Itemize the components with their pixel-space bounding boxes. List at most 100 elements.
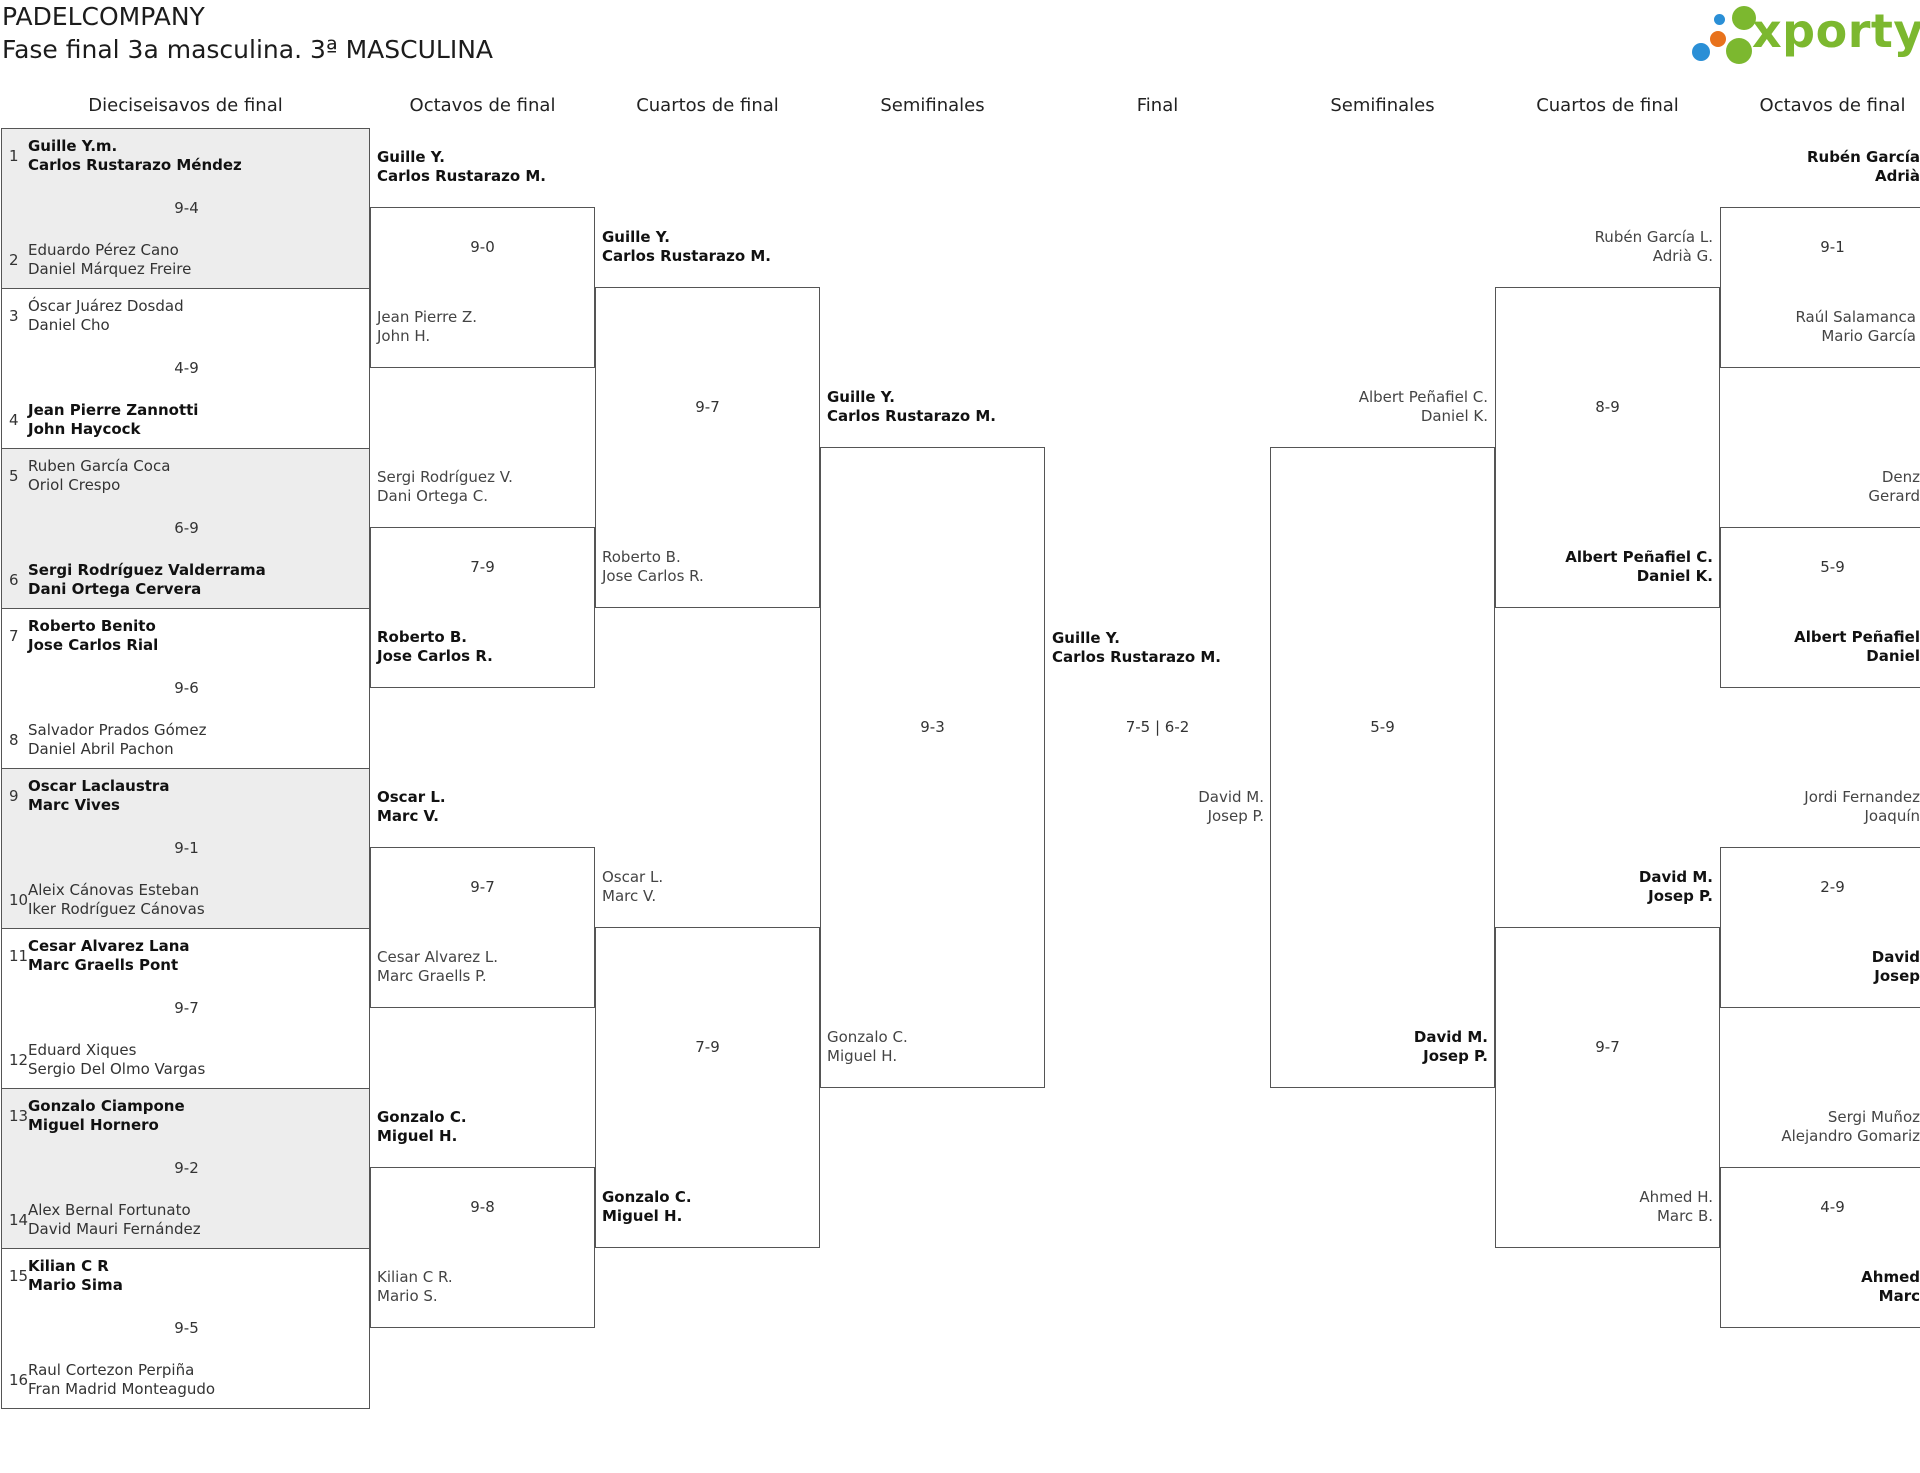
round-header-final: Final: [1136, 95, 1179, 116]
team-top: Guille Y.Carlos Rustarazo M.: [602, 228, 771, 265]
match-score: 7-9: [695, 1038, 720, 1056]
team-bottom: Jean Pierre Z.John H.: [377, 308, 478, 345]
logo-dot-blue-small: [1714, 14, 1725, 25]
seed-number: 10: [9, 891, 29, 909]
match-score: 4-9: [1820, 1198, 1845, 1216]
match-connector: [370, 847, 595, 1008]
team-top: David M.Josep P.: [1638, 868, 1713, 905]
seed-number: 4: [9, 411, 19, 429]
match-score: 9-7: [174, 999, 199, 1017]
seed-number: 9: [9, 787, 19, 805]
match-connector: [370, 207, 595, 368]
match-connector: [370, 1167, 595, 1328]
match-connector: [1495, 927, 1720, 1248]
seed-number: 6: [9, 571, 19, 589]
match-score: 9-8: [470, 1198, 495, 1216]
team-bottom: Roberto B.Jose Carlos R.: [377, 628, 493, 665]
match-connector: [1495, 287, 1720, 608]
seed-number: 13: [9, 1107, 29, 1125]
match-connector: [370, 527, 595, 688]
team-top: Rubén García L.Adrià G.: [1594, 228, 1713, 265]
match-score: 4-9: [174, 359, 199, 377]
seed-number: 5: [9, 467, 19, 485]
match-score: 9-4: [174, 199, 199, 217]
seed-number: 8: [9, 731, 19, 749]
match-score: 9-0: [470, 238, 495, 256]
team-bottom: Ahmed H.Marc B.: [1639, 1188, 1713, 1225]
team-bottom: Kilian C R.Mario S.: [377, 1268, 453, 1305]
seed-number: 1: [9, 147, 19, 165]
match-score: 9-1: [174, 839, 199, 857]
team-bottom: Albert Peñafiel C.Daniel K.: [1565, 548, 1713, 585]
logo-dot-blue-large: [1692, 43, 1710, 61]
match-connector: [1720, 1167, 1920, 1328]
match-score: 9-7: [470, 878, 495, 896]
seed-number: 2: [9, 251, 19, 269]
team-bottom: Cesar Alvarez L.Marc Graells P.: [377, 948, 498, 985]
match-score: 2-9: [1820, 878, 1845, 896]
match-score: 8-9: [1595, 398, 1620, 416]
match-connector: [595, 927, 820, 1248]
team-top: Guille Y.Carlos Rustarazo M.: [377, 148, 546, 185]
team-bottom: Roberto B.Jose Carlos R.: [602, 548, 704, 585]
club-name: PADELCOMPANY: [2, 2, 205, 31]
round-header-qf-right: Cuartos de final: [1536, 95, 1679, 116]
match-score: 9-3: [920, 718, 945, 736]
final-score: 7-5 | 6-2: [1125, 718, 1190, 736]
logo-dot-green: [1732, 6, 1756, 30]
team-bottom: Gonzalo C.Miguel H.: [602, 1188, 692, 1225]
match-score: 9-6: [174, 679, 199, 697]
team-top: Oscar L.Marc V.: [377, 788, 446, 825]
match-score: 5-9: [1370, 718, 1395, 736]
match-score: 7-9: [470, 558, 495, 576]
seed-number: 3: [9, 307, 19, 325]
team-top: Albert Peñafiel C.Daniel K.: [1358, 388, 1488, 425]
match-connector: [1270, 447, 1495, 1088]
round-header-sf-right: Semifinales: [1330, 95, 1435, 116]
seed-number: 14: [9, 1211, 29, 1229]
final-team-runnerup: David M.Josep P.: [1198, 788, 1264, 825]
seed-number: 7: [9, 627, 19, 645]
match-connector: [820, 447, 1045, 1088]
round-header-r32: Dieciseisavos de final: [88, 95, 283, 116]
match-score: 5-9: [1820, 558, 1845, 576]
match-score: 9-7: [695, 398, 720, 416]
xporty-logo: xporty: [1690, 2, 1920, 72]
seed-number: 16: [9, 1371, 29, 1389]
round-header-qf-left: Cuartos de final: [636, 95, 779, 116]
team-bottom: David M.Josep P.: [1413, 1028, 1488, 1065]
final-team-champion: Guille Y.Carlos Rustarazo M.: [1052, 629, 1221, 666]
match-score: 9-2: [174, 1159, 199, 1177]
logo-text: xporty: [1752, 4, 1920, 58]
team-top: Guille Y.Carlos Rustarazo M.: [827, 388, 996, 425]
seed-number: 11: [9, 947, 29, 965]
match-connector: [595, 287, 820, 608]
page-title: Fase final 3a masculina. 3ª MASCULINA: [2, 35, 494, 64]
